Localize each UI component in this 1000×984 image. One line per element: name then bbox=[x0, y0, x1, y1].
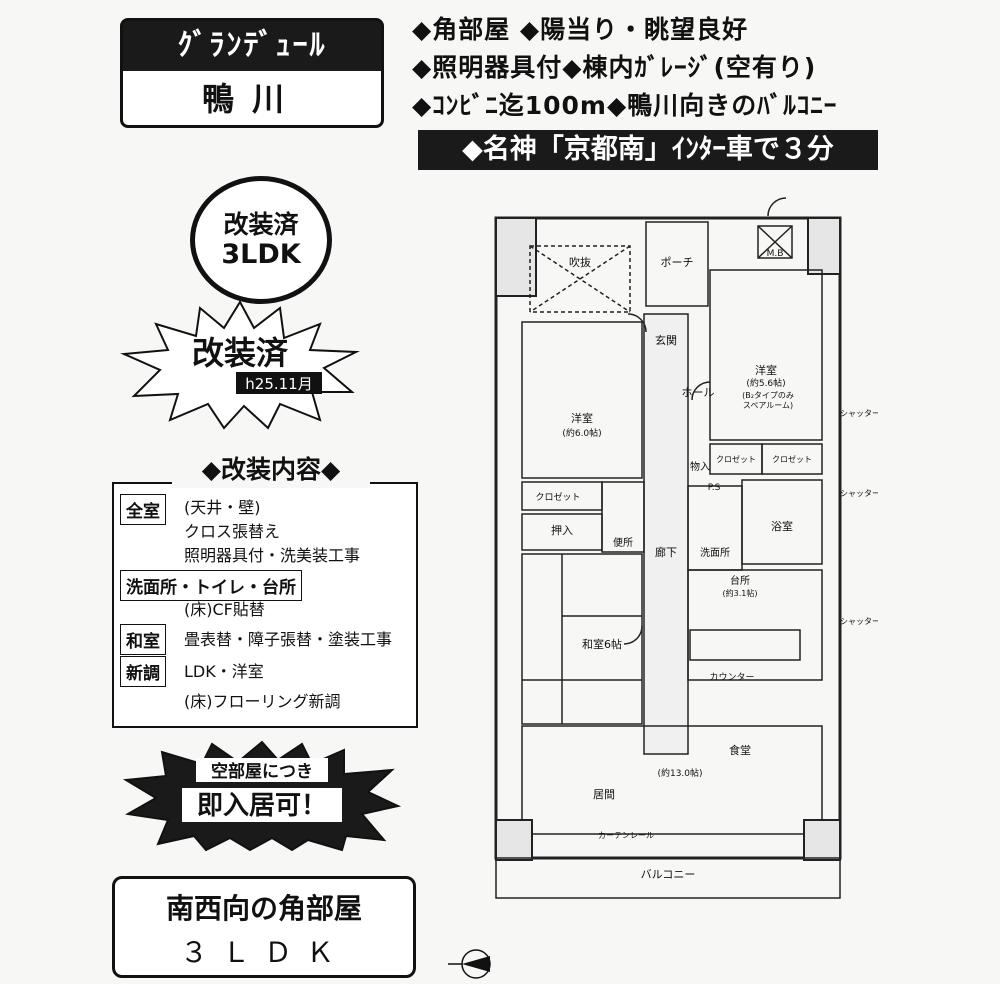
vacancy-line2-bg bbox=[182, 788, 342, 822]
room-label: シャッター bbox=[840, 409, 878, 418]
feature-line-3: ◆ｺﾝﾋﾞﾆ迄100m◆鴨川向きのﾊﾞﾙｺﾆｰ bbox=[412, 91, 838, 120]
compass-icon bbox=[448, 949, 491, 979]
reno-label-wet-areas: 洗面所・トイレ・台所 bbox=[120, 570, 302, 601]
reno-label-japanese-room: 和室 bbox=[120, 624, 166, 655]
room-label: クロゼット bbox=[716, 454, 756, 464]
room-label: 押入 bbox=[551, 523, 573, 537]
room-label: 洋室 bbox=[571, 411, 593, 425]
layout-text: ３ＬＤＫ bbox=[179, 936, 348, 969]
reno-text: クロス張替え bbox=[184, 522, 281, 541]
renovation-box: 全室 (天井・壁) クロス張替え 照明器具付・洗美装工事 洗面所・トイレ・台所 … bbox=[112, 482, 418, 728]
room-label: 洋室 bbox=[755, 363, 777, 377]
property-location: 鴨川 bbox=[201, 80, 302, 118]
renovation-header: ◆改装内容◆ bbox=[172, 452, 370, 488]
feature-line-2: ◆照明器具付◆棟内ｶﾞﾚｰｼﾞ(空有り) bbox=[412, 53, 817, 82]
room-label: M.B bbox=[767, 249, 784, 259]
renovated-badge: 改装済 3LDK bbox=[190, 176, 332, 304]
starburst-shape bbox=[120, 300, 360, 430]
reno-text: (床)CF貼替 bbox=[184, 600, 265, 619]
room-label: カーテンレール bbox=[598, 831, 654, 840]
reno-text: (床)フローリング新調 bbox=[184, 692, 341, 711]
renovated-starburst: 改装済 h25.11月 bbox=[120, 300, 360, 430]
room-label: 玄関 bbox=[655, 333, 677, 347]
vacancy-starburst: 空部屋につき 即入居可！ bbox=[122, 740, 402, 852]
vacancy-line1: 空部屋につき bbox=[211, 761, 313, 782]
reno-label-new: 新調 bbox=[120, 656, 166, 687]
room-label: バルコニー bbox=[641, 868, 696, 881]
reno-text: (天井・壁) bbox=[184, 498, 261, 517]
orientation-box: 南西向の角部屋 ３ＬＤＫ bbox=[112, 876, 416, 978]
room-label: 廊下 bbox=[655, 545, 677, 559]
orientation-text: 南西向の角部屋 bbox=[165, 892, 362, 925]
room-label: ポーチ bbox=[661, 256, 694, 269]
reno-label-all-rooms: 全室 bbox=[120, 494, 166, 525]
burst-date-bg bbox=[236, 372, 322, 394]
access-banner: ◆名神「京都南」ｲﾝﾀｰ車で３分 bbox=[418, 130, 878, 170]
room-label: シャッター bbox=[840, 617, 878, 626]
floor-plan: 吹抜 ポーチ M.B 玄関 ホール 洋室 (約6.0帖) 洋室 (約5.6帖) … bbox=[494, 197, 878, 899]
room-label: 和室6帖 bbox=[582, 637, 622, 651]
room-label: シャッター bbox=[840, 489, 878, 498]
room-label: ホール bbox=[682, 386, 715, 399]
room-label: P.S bbox=[708, 483, 721, 493]
room-label: 台所 bbox=[730, 574, 750, 587]
room-note: (B₂タイプのみ bbox=[742, 391, 794, 400]
room-label: カウンター bbox=[709, 672, 754, 683]
room-label: 食堂 bbox=[729, 743, 751, 757]
room-label: クロゼット bbox=[772, 454, 812, 464]
property-name: ｸﾞﾗﾝﾃﾞｭｰﾙ bbox=[123, 21, 381, 71]
room-size: (約3.1帖) bbox=[723, 588, 758, 598]
reno-text: LDK・洋室 bbox=[184, 662, 264, 681]
badge-renovated: 改装済 bbox=[223, 210, 299, 239]
badge-layout: 3LDK bbox=[221, 239, 301, 270]
room-label: 吹抜 bbox=[569, 255, 591, 269]
reno-text: 畳表替・障子張替・塗装工事 bbox=[184, 630, 393, 649]
room-label: 浴室 bbox=[771, 519, 793, 533]
vacancy-line2: 即入居可！ bbox=[197, 791, 327, 821]
room-label: 物入 bbox=[690, 460, 710, 473]
room-size: (約13.0帖) bbox=[657, 767, 702, 779]
room-label: クロゼット bbox=[535, 491, 580, 503]
burst-date: h25.11月 bbox=[245, 375, 312, 393]
room-note: スペアルーム) bbox=[743, 401, 793, 410]
feature-line-1: ◆角部屋 ◆陽当り・眺望良好 bbox=[412, 15, 749, 44]
burst-title: 改装済 bbox=[192, 334, 289, 372]
room-size: (約5.6帖) bbox=[746, 377, 785, 389]
room-label: 洗面所 bbox=[700, 547, 730, 559]
vacancy-line1-bg bbox=[196, 758, 328, 782]
reno-text: 照明器具付・洗美装工事 bbox=[184, 546, 361, 565]
room-label: 便所 bbox=[613, 536, 633, 549]
property-title-box: ｸﾞﾗﾝﾃﾞｭｰﾙ 鴨川 bbox=[120, 18, 384, 128]
room-size: (約6.0帖) bbox=[562, 427, 601, 439]
room-label: 居間 bbox=[593, 788, 615, 801]
